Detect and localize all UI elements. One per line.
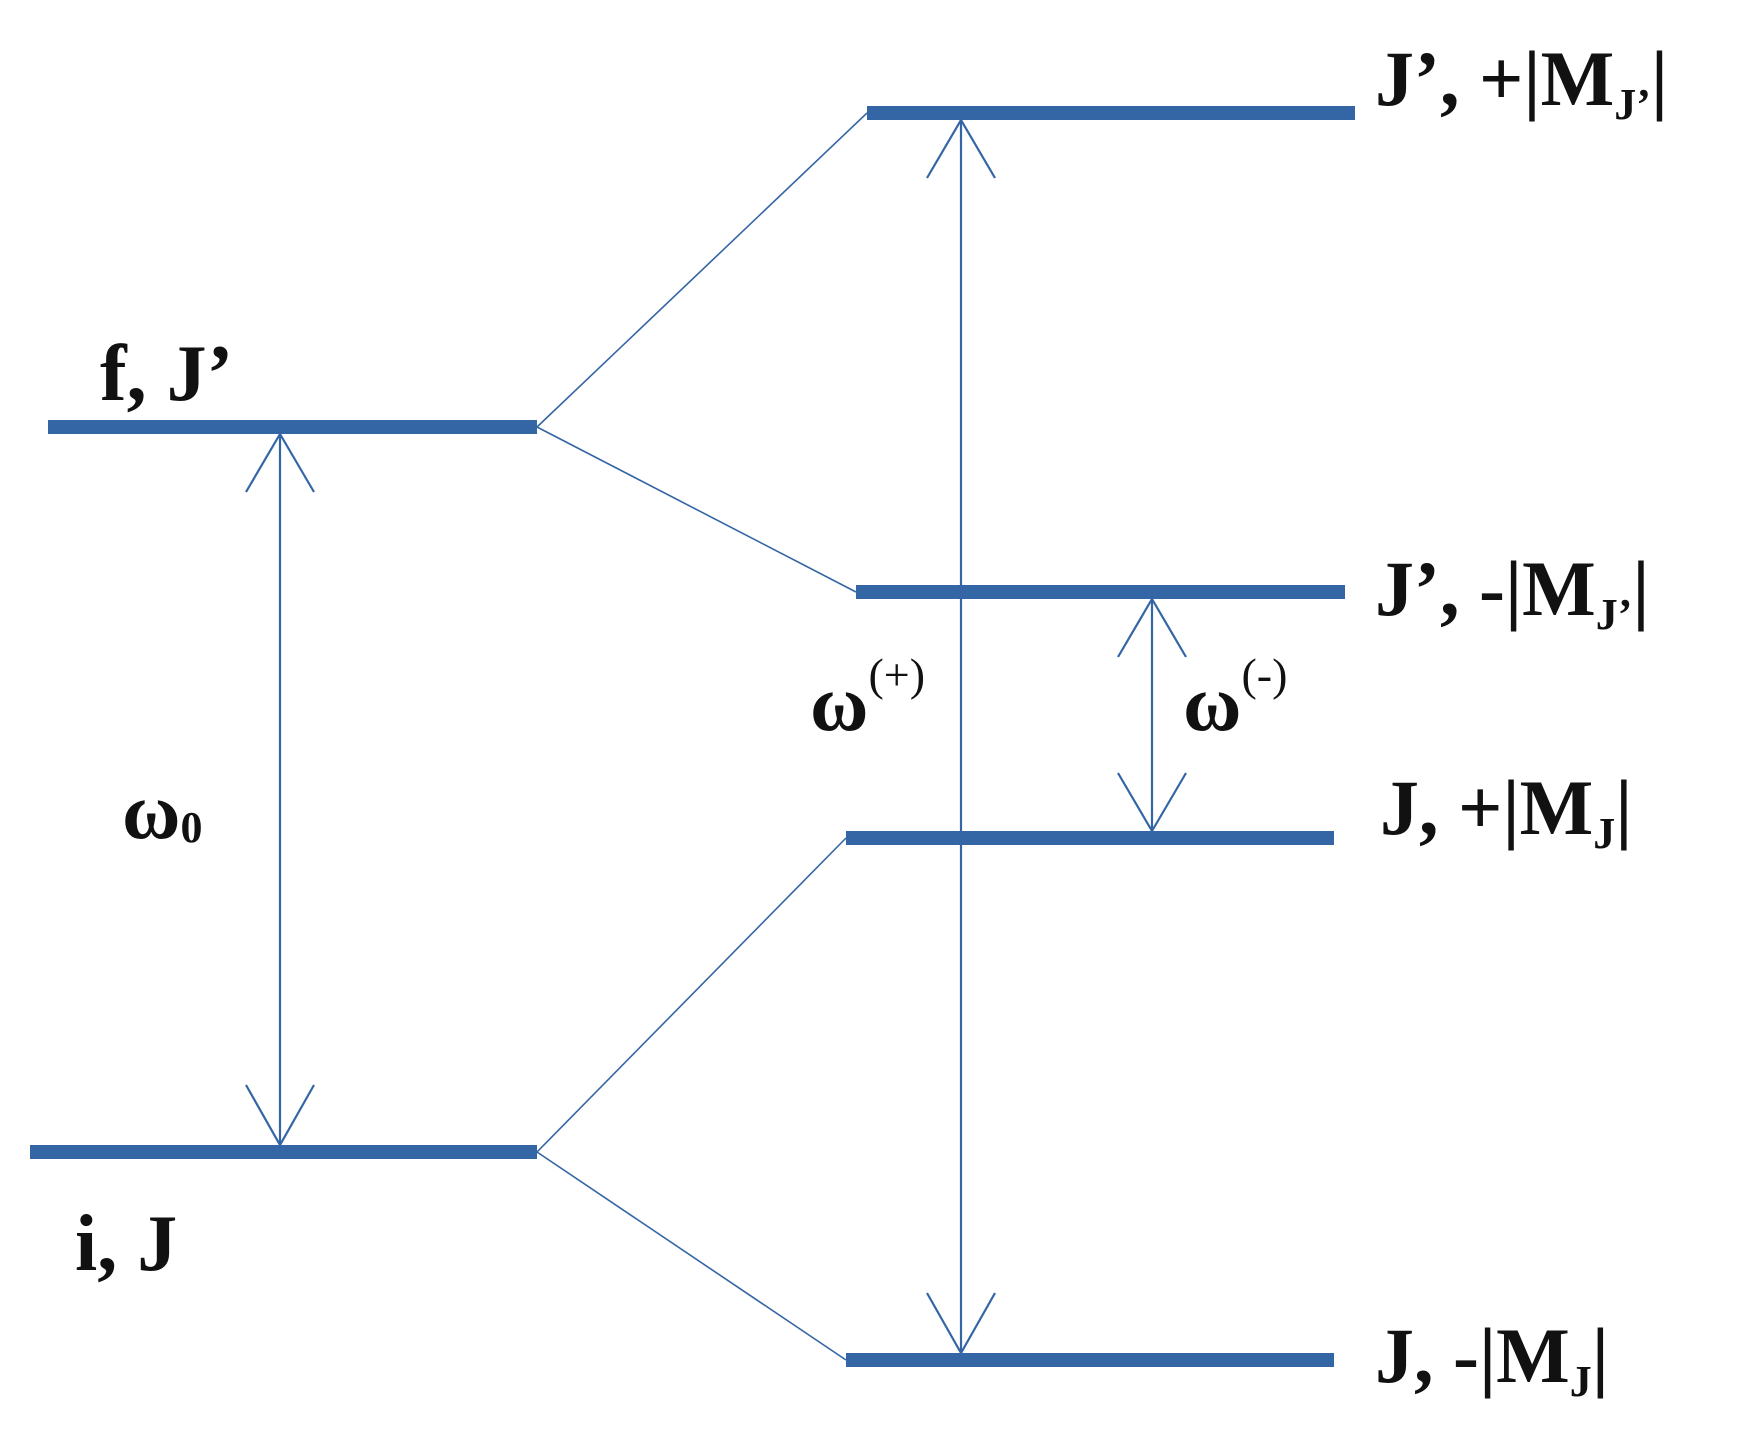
arrow-omega-minus (1117, 596, 1187, 834)
splitting-connectors (536, 112, 868, 1361)
arrowhead-down-icon (926, 1292, 996, 1356)
label-J-prime-minus-M: J’, -|MJ’| (1375, 545, 1650, 639)
label-omega0: ω0 (122, 768, 202, 856)
label-omega-minus: ω(-) (1183, 649, 1287, 748)
label-J-plus-M: J, +|MJ| (1380, 764, 1632, 858)
connector-f-to-Jp-minus (536, 426, 857, 593)
arrowhead-down-icon (245, 1084, 315, 1148)
arrowhead-up-icon (1117, 596, 1187, 658)
label-J-prime-plus-M: J’, +|MJ’| (1375, 35, 1668, 129)
connector-f-to-Jp-plus (536, 112, 868, 428)
connector-i-to-J-plus (536, 837, 847, 1153)
connector-i-to-J-minus (536, 1151, 847, 1361)
arrowhead-up-icon (926, 117, 996, 179)
label-i-J: i, J (75, 1200, 177, 1288)
label-omega-plus: ω(+) (810, 649, 925, 748)
energy-levels (30, 106, 1355, 1367)
arrowhead-up-icon (245, 431, 315, 493)
transition-arrows (245, 117, 1187, 1356)
arrow-omega-plus (926, 117, 996, 1356)
label-f-J-prime: f, J’ (100, 330, 233, 418)
label-J-minus-M: J, -|MJ| (1375, 1312, 1609, 1406)
arrow-omega0 (245, 431, 315, 1148)
arrowhead-down-icon (1117, 772, 1187, 834)
